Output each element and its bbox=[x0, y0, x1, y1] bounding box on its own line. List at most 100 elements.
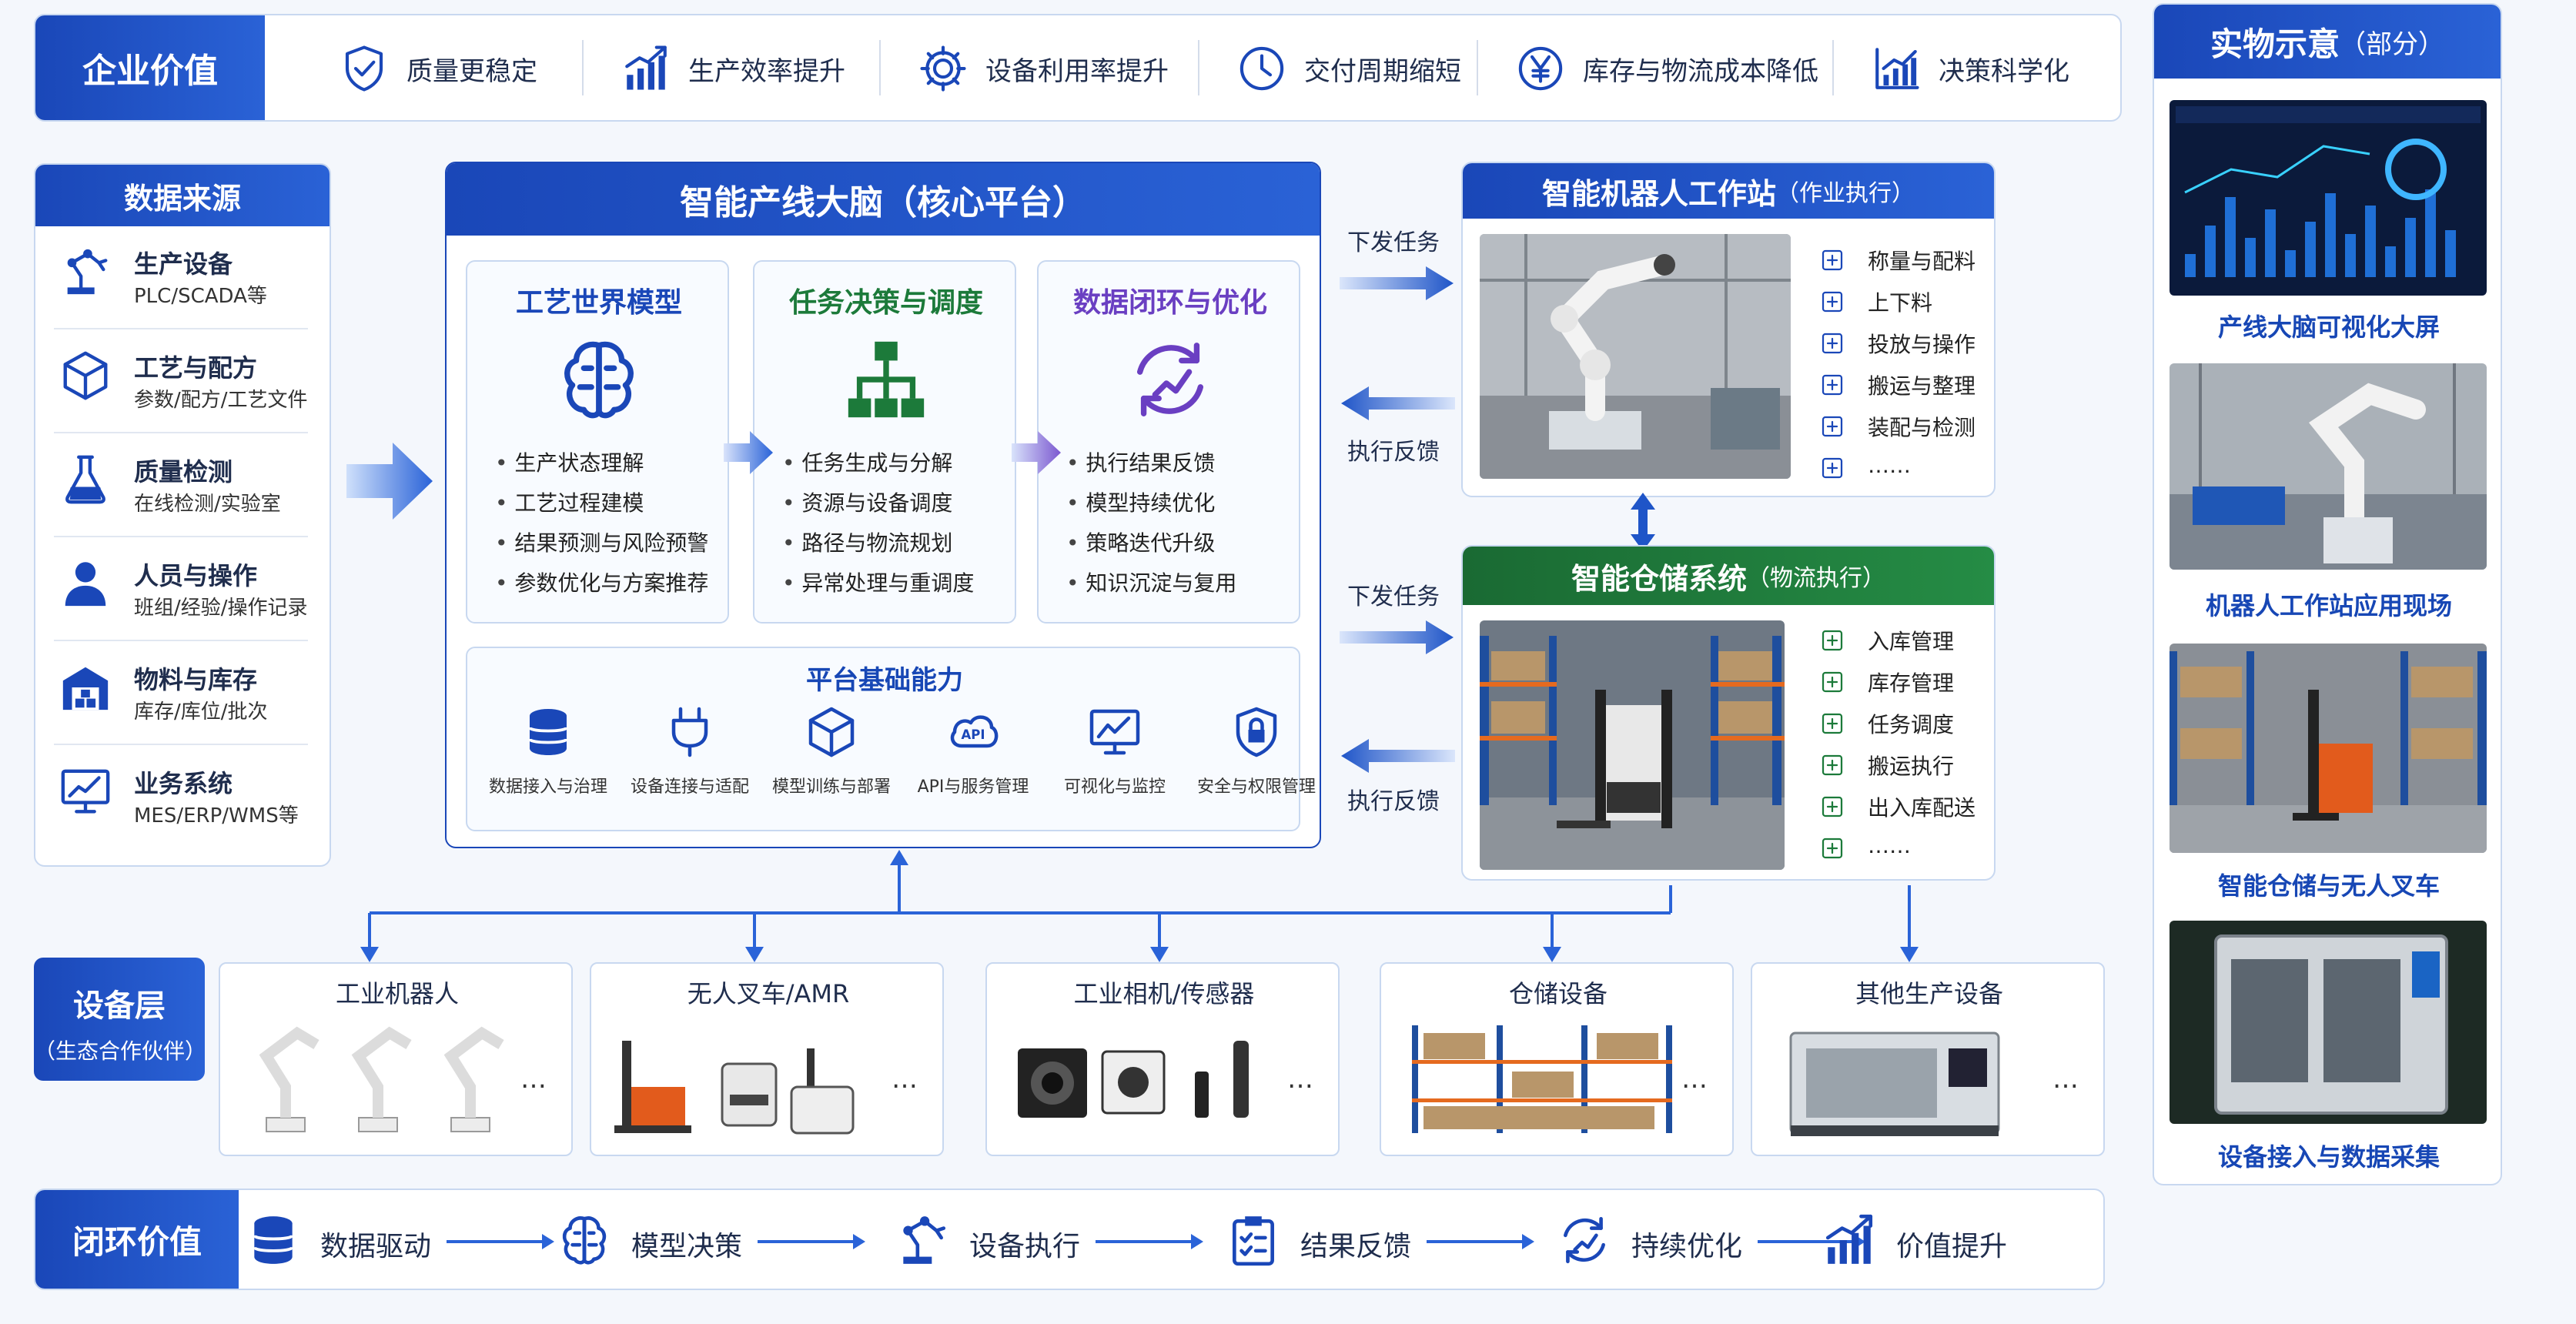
bullet-text: 参数优化与方案推荐 bbox=[514, 570, 709, 596]
station-warehouse-link-arrow bbox=[1629, 493, 1657, 554]
cube-icon bbox=[59, 349, 112, 403]
showcase-caption: 产线大脑可视化大屏 bbox=[2217, 313, 2440, 342]
foundation-item-label: 模型训练与部署 bbox=[771, 777, 891, 797]
divider bbox=[54, 640, 308, 641]
loop-step-label: 设备执行 bbox=[969, 1231, 1081, 1262]
value-item: 交付周期缩短 bbox=[1236, 40, 1461, 97]
data-source-desc: 班组/经验/操作记录 bbox=[134, 597, 308, 620]
value-item-label: 质量更稳定 bbox=[406, 55, 537, 87]
warehouse-item-icon bbox=[1818, 668, 1846, 696]
warehouse-item: 任务调度 bbox=[1868, 712, 1955, 737]
robot-station-panel: 智能机器人工作站 （作业执行） bbox=[1461, 162, 1996, 497]
foundation-item-label: 可视化与监控 bbox=[1063, 777, 1166, 797]
data-source-name: 人员与操作 bbox=[134, 561, 258, 590]
value-item-label: 库存与物流成本降低 bbox=[1583, 55, 1818, 87]
value-divider bbox=[1198, 40, 1199, 95]
divider bbox=[54, 744, 308, 745]
warehouse-title: 智能仓储系统 bbox=[1571, 561, 1747, 596]
dispatch-task-label: 下发任务 bbox=[1347, 583, 1440, 610]
value-item-label: 交付周期缩短 bbox=[1304, 55, 1461, 87]
warehouse-icon bbox=[59, 660, 112, 714]
divider bbox=[54, 328, 308, 329]
loop-step-arrow bbox=[1427, 1230, 1534, 1256]
warehouse-item: 搬运执行 bbox=[1868, 754, 1955, 779]
brain-module-bullet: • 资源与设备调度 bbox=[782, 486, 952, 517]
bullet-dot: • bbox=[1066, 530, 1086, 556]
value-item: 库存与物流成本降低 bbox=[1515, 40, 1818, 97]
bullet-dot: • bbox=[782, 490, 802, 516]
bullet-text: 路径与物流规划 bbox=[801, 530, 953, 556]
chart-icon bbox=[1871, 43, 1922, 94]
equipment-more: … bbox=[1287, 1064, 1313, 1095]
bar-growth-icon bbox=[1821, 1212, 1878, 1269]
robot-arm-icon bbox=[894, 1212, 951, 1269]
bullet-text: 执行结果反馈 bbox=[1086, 450, 1216, 476]
brain-module: 工艺世界模型• 生产状态理解• 工艺过程建模• 结果预测与风险预警• 参数优化与… bbox=[466, 260, 729, 624]
robot-station-item-icon bbox=[1818, 371, 1846, 399]
bullet-dot: • bbox=[782, 570, 802, 596]
bullet-dot: • bbox=[495, 490, 515, 516]
equipment-illustration bbox=[243, 1018, 520, 1144]
clipboard-icon bbox=[1225, 1212, 1282, 1269]
equipment-more: … bbox=[520, 1064, 547, 1095]
warehouse-photo bbox=[1480, 620, 1785, 870]
data-sources-panel: 数据来源 bbox=[34, 163, 331, 867]
lock-shield-icon bbox=[1229, 704, 1284, 760]
showcase-photo bbox=[2170, 921, 2487, 1124]
svg-text:API: API bbox=[961, 727, 985, 742]
equipment-group-label: 工业机器人 bbox=[335, 979, 459, 1008]
brain-module-bullet: • 结果预测与风险预警 bbox=[495, 527, 708, 557]
brain-module-bullet: • 生产状态理解 bbox=[495, 446, 644, 477]
cube-icon bbox=[804, 704, 859, 760]
showcase-caption: 设备接入与数据采集 bbox=[2217, 1142, 2440, 1172]
source-to-brain-arrow bbox=[346, 443, 435, 523]
flask-icon bbox=[59, 453, 112, 507]
loop-step-arrow bbox=[1096, 1230, 1203, 1256]
equipment-more: … bbox=[1681, 1064, 1708, 1095]
clock-icon bbox=[1236, 43, 1287, 94]
equipment-group: 仓储设备… bbox=[1380, 962, 1734, 1156]
bullet-text: 策略迭代升级 bbox=[1086, 530, 1216, 556]
robot-station-item: …… bbox=[1868, 453, 1911, 478]
robot-station-subtitle: （作业执行） bbox=[1776, 180, 1915, 207]
hierarchy-icon bbox=[841, 334, 932, 425]
loop-step-label: 模型决策 bbox=[631, 1231, 743, 1262]
brain-module: 数据闭环与优化• 执行结果反馈• 模型持续优化• 策略迭代升级• 知识沉淀与复用 bbox=[1037, 260, 1300, 624]
monitor-chart-icon bbox=[1087, 704, 1142, 760]
data-source-desc: 参数/配方/工艺文件 bbox=[134, 389, 308, 412]
showcase-caption: 智能仓储与无人叉车 bbox=[2217, 871, 2440, 901]
divider bbox=[54, 536, 308, 537]
showcase-header: 实物示意 （部分） bbox=[2154, 5, 2501, 79]
equipment-illustration bbox=[1404, 1018, 1681, 1144]
brain-icon bbox=[554, 334, 644, 425]
gear-icon bbox=[918, 43, 969, 94]
equipment-more: … bbox=[2052, 1064, 2079, 1095]
warehouse-item-icon bbox=[1818, 793, 1846, 821]
brain-module-title: 任务决策与调度 bbox=[788, 287, 983, 319]
brain-module-bullet: • 异常处理与重调度 bbox=[782, 567, 974, 597]
bullet-dot: • bbox=[1066, 570, 1086, 596]
module-flow-arrow bbox=[724, 431, 774, 477]
warehouse-item: …… bbox=[1868, 833, 1911, 858]
foundation-item-label: 安全与权限管理 bbox=[1196, 777, 1316, 797]
value-item: 生产效率提升 bbox=[621, 40, 845, 97]
loop-step-arrow bbox=[758, 1230, 865, 1256]
data-sources-title: 数据来源 bbox=[35, 165, 330, 226]
module-flow-arrow bbox=[1012, 431, 1062, 477]
robot-station-photo bbox=[1480, 234, 1791, 479]
robot-station-title: 智能机器人工作站 bbox=[1541, 176, 1776, 211]
brain-module-bullet: • 路径与物流规划 bbox=[782, 527, 952, 557]
enterprise-value-title: 企业价值 bbox=[35, 15, 265, 120]
showcase-caption: 机器人工作站应用现场 bbox=[2205, 591, 2452, 620]
data-source-name: 业务系统 bbox=[134, 769, 233, 798]
robot-station-item-icon bbox=[1818, 454, 1846, 482]
loop-value-title: 闭环价值 bbox=[35, 1190, 239, 1289]
brain-module-bullet: • 任务生成与分解 bbox=[782, 446, 952, 477]
data-source-name: 质量检测 bbox=[134, 457, 233, 486]
feedback-arrow bbox=[1340, 386, 1455, 423]
equipment-layer-title: 设备层 bbox=[73, 988, 166, 1024]
warehouse-subtitle: （物流执行） bbox=[1747, 565, 1885, 592]
loop-step-arrow bbox=[447, 1230, 554, 1256]
database-icon bbox=[245, 1212, 302, 1269]
